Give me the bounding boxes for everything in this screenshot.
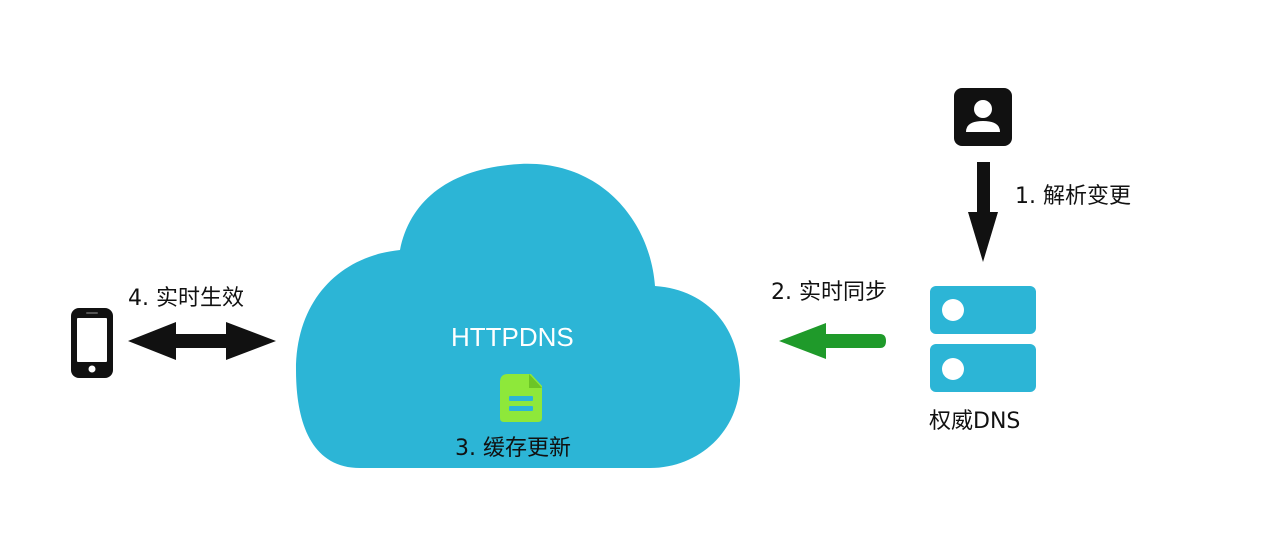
sync-arrow [779, 323, 886, 359]
document-icon [500, 374, 542, 422]
server-label: 权威DNS [929, 409, 1021, 434]
step1-label: 1. 解析变更 [1015, 184, 1131, 209]
double-arrow [128, 322, 276, 360]
phone-icon [71, 308, 113, 378]
step3-label: 3. 缓存更新 [455, 436, 571, 461]
step4-label: 4. 实时生效 [128, 286, 244, 311]
step2-label: 2. 实时同步 [771, 280, 887, 305]
user-icon [954, 88, 1012, 146]
cloud-shape [296, 163, 740, 469]
server-icon [930, 286, 1036, 392]
down-arrow [968, 162, 998, 262]
cloud-label: HTTPDNS [451, 322, 574, 352]
